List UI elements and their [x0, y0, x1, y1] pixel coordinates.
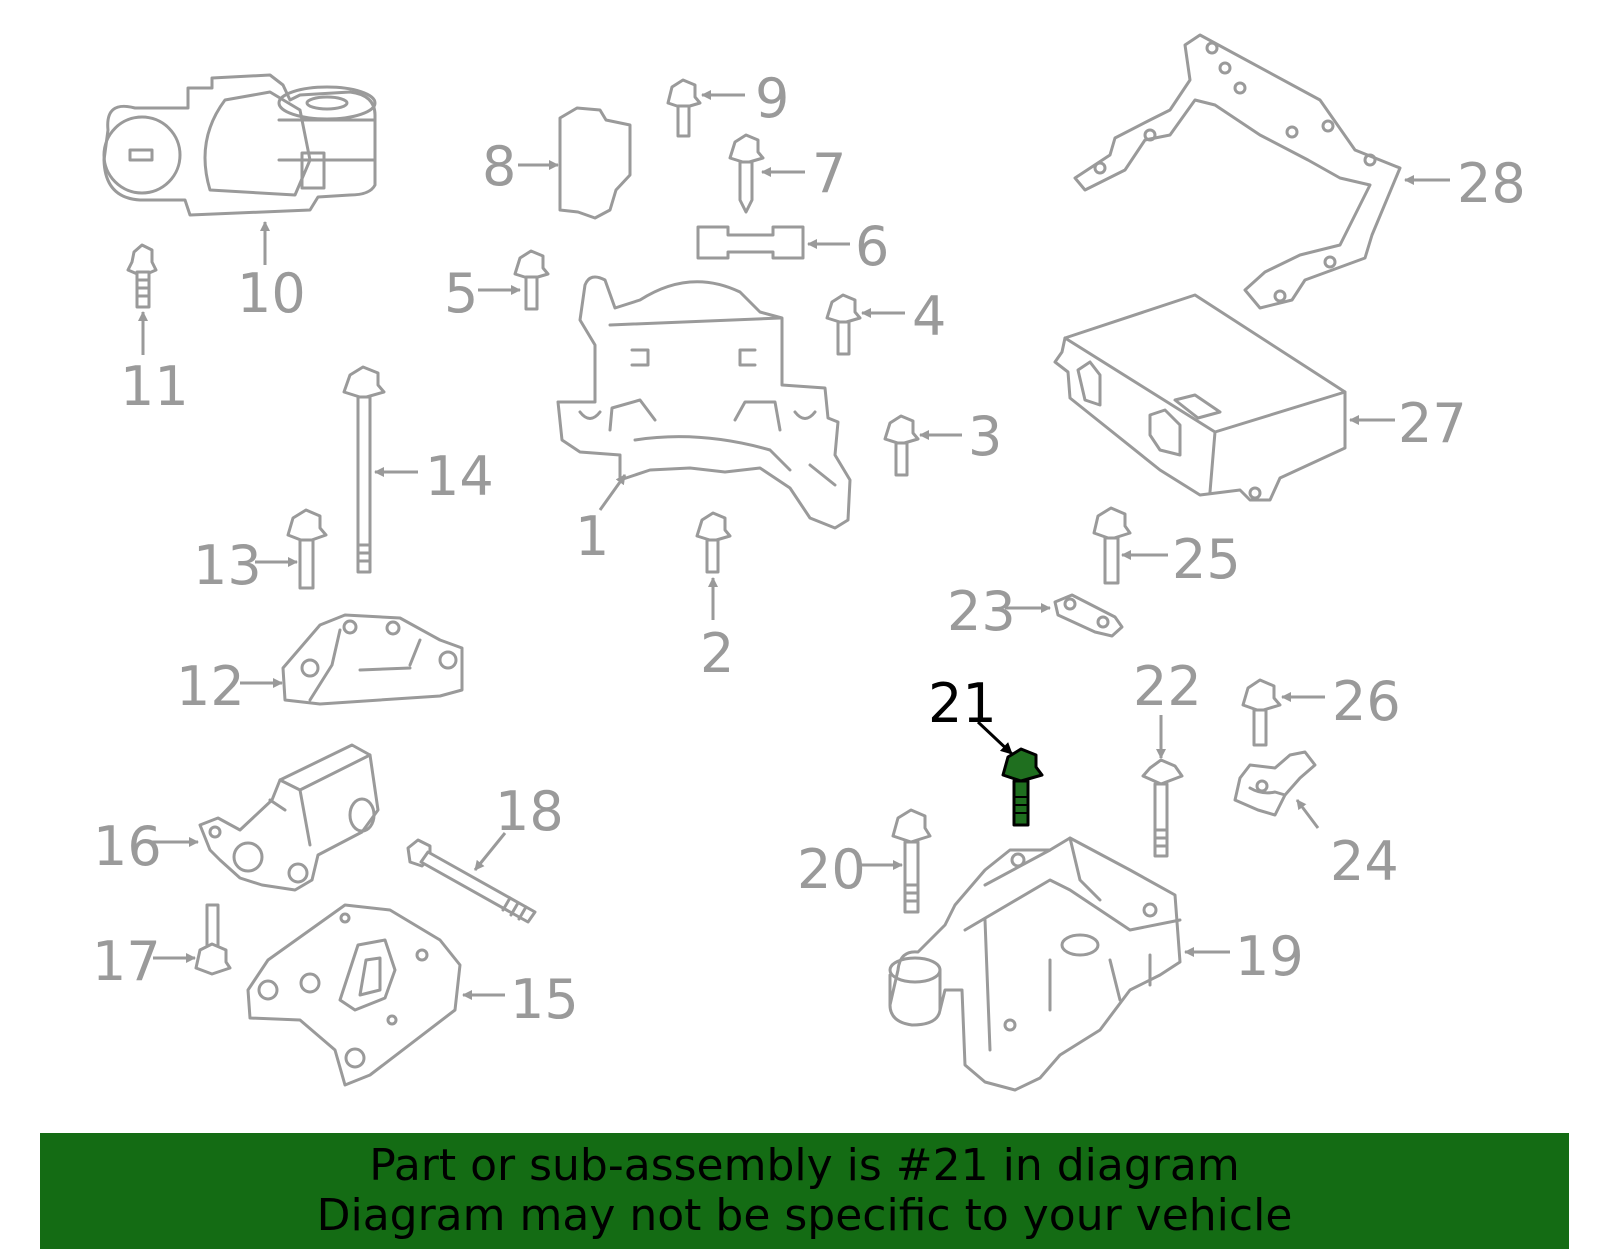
- label-1: 1: [575, 505, 609, 568]
- label-17: 17: [92, 930, 161, 993]
- label-2: 2: [700, 622, 734, 685]
- label-11: 11: [120, 355, 189, 418]
- part-8-bracket[interactable]: [558, 106, 632, 220]
- part-3-bolt[interactable]: [883, 414, 920, 477]
- part-13-bolt[interactable]: [286, 508, 328, 590]
- part-14-long-bolt[interactable]: [342, 365, 386, 574]
- label-7: 7: [812, 142, 846, 205]
- label-3: 3: [968, 405, 1002, 468]
- part-23-plate[interactable]: [1053, 593, 1124, 638]
- label-6: 6: [855, 215, 889, 278]
- label-16: 16: [93, 815, 162, 878]
- label-19: 19: [1235, 925, 1304, 988]
- part-10-actuator[interactable]: [102, 73, 377, 217]
- part-21-bolt-highlighted[interactable]: [1001, 747, 1044, 827]
- label-26: 26: [1332, 670, 1401, 733]
- banner-line-1: Part or sub-assembly is #21 in diagram: [369, 1140, 1240, 1191]
- label-12: 12: [176, 655, 245, 718]
- part-9-bolt[interactable]: [666, 78, 702, 138]
- part-6-plate[interactable]: [696, 225, 805, 260]
- label-13: 13: [193, 534, 262, 597]
- banner-line-2: Diagram may not be specific to your vehi…: [316, 1190, 1293, 1241]
- part-11-bolt[interactable]: [126, 243, 158, 309]
- label-10: 10: [237, 262, 306, 325]
- label-8: 8: [482, 135, 516, 198]
- part-19-mount[interactable]: [888, 836, 1182, 1092]
- part-12-bracket[interactable]: [281, 613, 464, 706]
- label-24: 24: [1330, 830, 1399, 893]
- label-4: 4: [912, 285, 946, 348]
- part-18-bolt[interactable]: [406, 838, 537, 924]
- part-26-bolt[interactable]: [1241, 678, 1282, 747]
- label-21: 21: [928, 672, 997, 735]
- part-16-trans-mount[interactable]: [198, 743, 380, 892]
- label-25: 25: [1172, 528, 1241, 591]
- part-27-control-module[interactable]: [1053, 293, 1347, 502]
- part-25-bolt[interactable]: [1092, 506, 1132, 585]
- label-28: 28: [1457, 152, 1526, 215]
- part-17-bolt[interactable]: [194, 903, 232, 976]
- part-20-bolt[interactable]: [891, 808, 932, 914]
- label-23: 23: [947, 580, 1016, 643]
- part-info-banner: Part or sub-assembly is #21 in diagram D…: [40, 1133, 1569, 1249]
- part-2-bolt[interactable]: [695, 511, 732, 574]
- part-15-plate[interactable]: [246, 903, 462, 1087]
- part-22-bolt[interactable]: [1141, 758, 1184, 858]
- part-1-engine-mount[interactable]: [556, 275, 852, 530]
- label-27: 27: [1398, 392, 1467, 455]
- label-9: 9: [755, 67, 789, 130]
- part-5-bolt[interactable]: [513, 249, 550, 311]
- label-14: 14: [425, 445, 494, 508]
- label-20: 20: [797, 838, 866, 901]
- part-24-clip[interactable]: [1233, 750, 1317, 817]
- label-15: 15: [510, 968, 579, 1031]
- part-28-bracket[interactable]: [1073, 33, 1402, 310]
- part-7-screw[interactable]: [728, 133, 765, 214]
- label-5: 5: [444, 262, 478, 325]
- label-22: 22: [1133, 655, 1202, 718]
- label-18: 18: [495, 780, 564, 843]
- part-4-bolt[interactable]: [825, 293, 862, 356]
